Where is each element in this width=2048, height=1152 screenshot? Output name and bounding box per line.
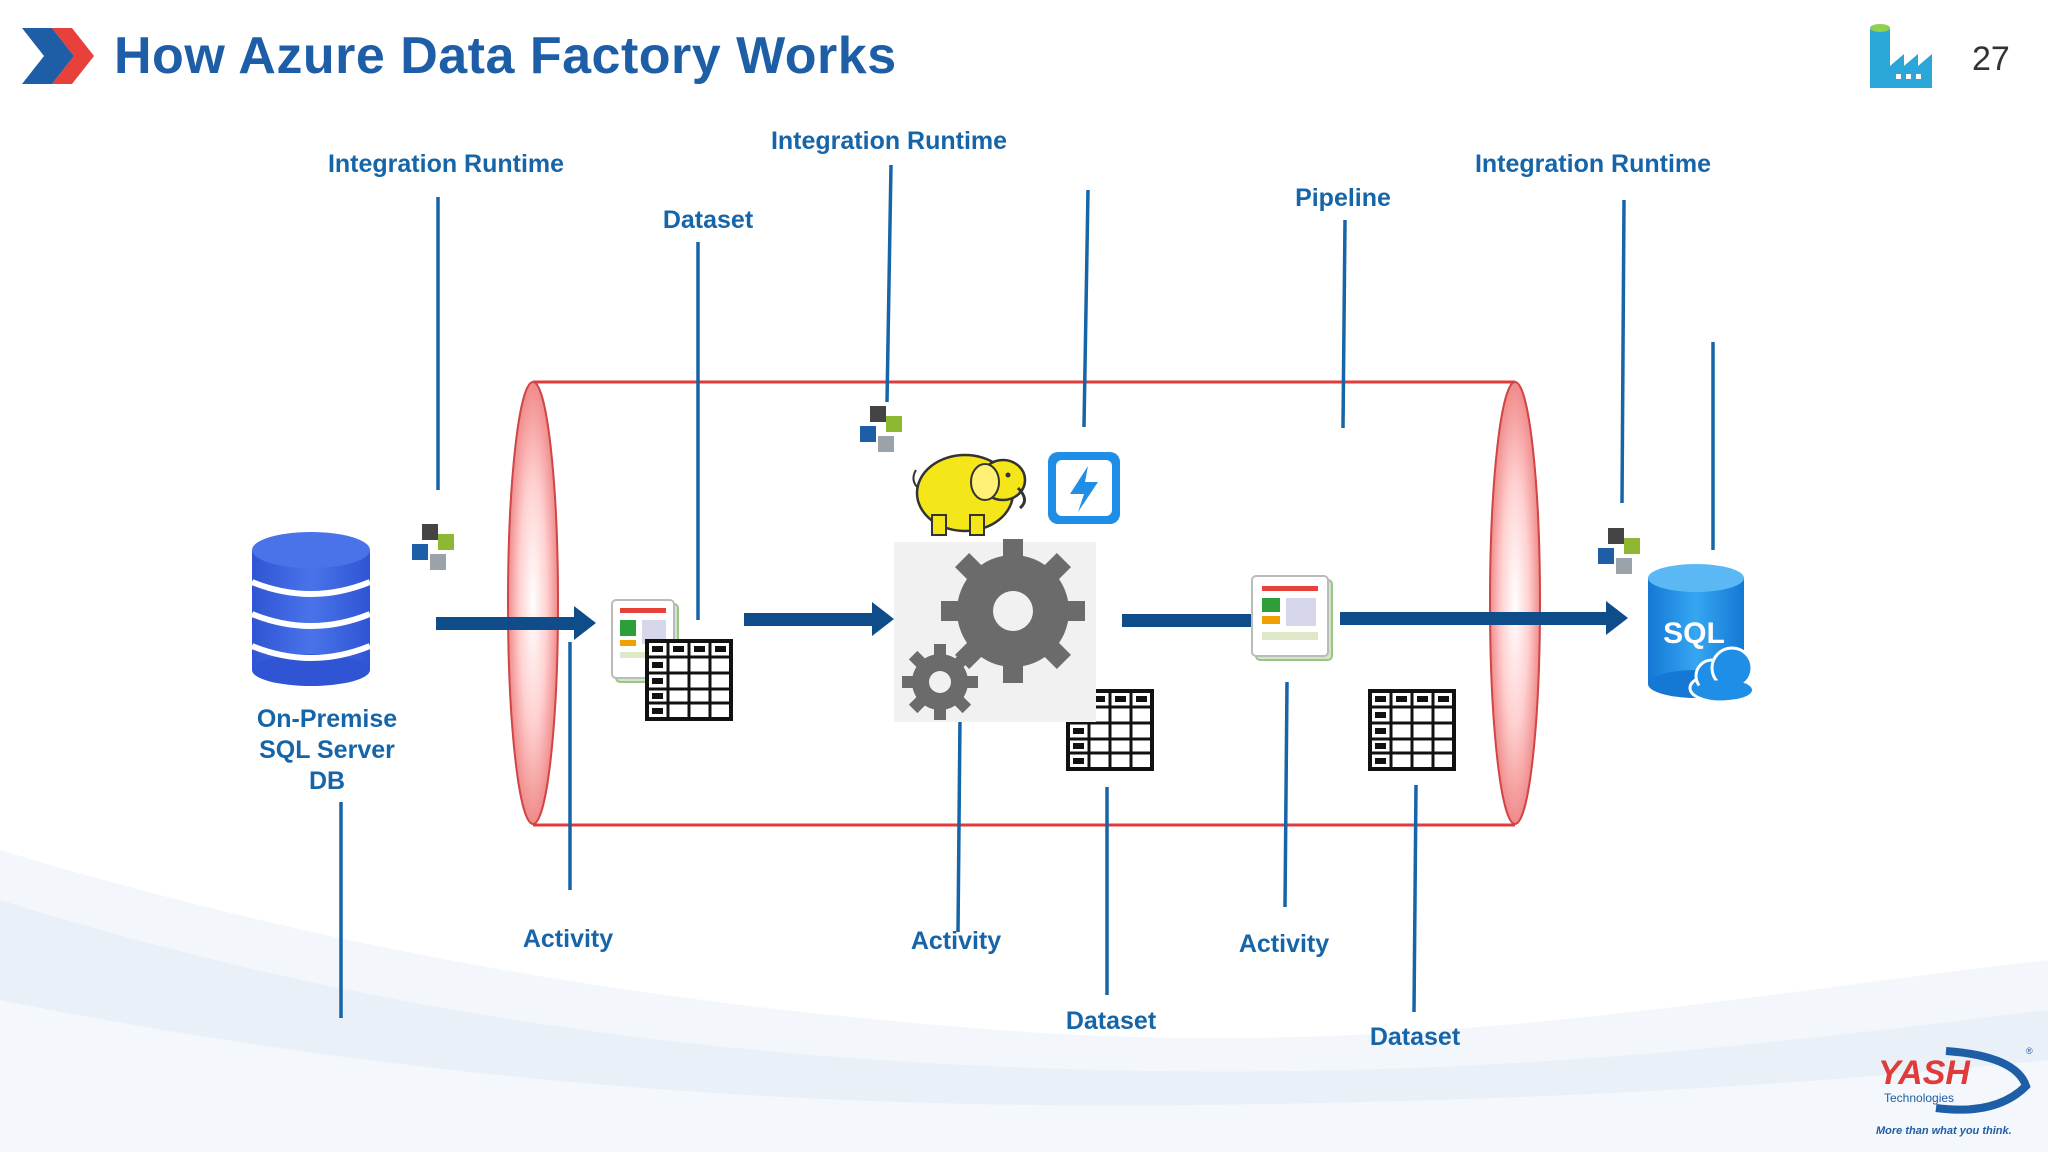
- label-activity-2: Activity: [910, 927, 1002, 955]
- azure-function-icon: [1048, 452, 1120, 524]
- sql-icon-text: SQL: [1663, 617, 1725, 650]
- arrow-1: [436, 606, 596, 640]
- yash-logo-registered: ®: [2026, 1046, 2033, 1056]
- arrow-2: [744, 602, 894, 636]
- background-waves: [0, 850, 2048, 1152]
- label-integration-runtime-3: Integration Runtime: [1474, 150, 1712, 178]
- cloud-icon: [1688, 646, 1754, 704]
- label-dataset-bottom-2: Dataset: [1369, 1023, 1461, 1051]
- label-integration-runtime-2: Integration Runtime: [770, 127, 1008, 155]
- label-activity-3: Activity: [1238, 930, 1330, 958]
- gears-icon: [894, 539, 1096, 722]
- title-chevron-icon: [22, 28, 94, 84]
- label-dataset-bottom-1: Dataset: [1065, 1007, 1157, 1035]
- source-db-line-3: DB: [308, 767, 346, 795]
- yash-logo-tagline: More than what you think.: [1876, 1125, 2012, 1137]
- page-number: 27: [1972, 40, 2010, 78]
- integration-runtime-icon-3: [1598, 528, 1640, 574]
- azure-sql-icon: SQL: [1648, 564, 1754, 704]
- page-title: How Azure Data Factory Works: [114, 27, 897, 85]
- sql-server-db-icon: [250, 532, 372, 686]
- arrow-3: [1122, 614, 1252, 627]
- source-db-line-2: SQL Server: [259, 736, 395, 764]
- label-integration-runtime-1: Integration Runtime: [327, 150, 565, 178]
- label-dataset-top: Dataset: [662, 206, 754, 234]
- yash-logo-name: YASH: [1878, 1054, 1971, 1092]
- yash-logo-sub: Technologies: [1884, 1091, 1954, 1105]
- integration-runtime-icon-2: [860, 406, 902, 452]
- table-grid-icon-3: [1368, 689, 1456, 771]
- callout-lines: [339, 164, 1715, 1018]
- data-factory-icon: [1870, 24, 1932, 88]
- flow-arrows: [436, 601, 1628, 640]
- label-activity-1: Activity: [522, 925, 614, 953]
- source-db-label: On-Premise SQL Server DB: [227, 704, 427, 797]
- integration-runtime-icon-1: [412, 524, 454, 570]
- source-db-line-1: On-Premise: [256, 705, 398, 733]
- label-pipeline: Pipeline: [1295, 184, 1391, 212]
- arrow-4: [1340, 601, 1628, 635]
- yash-logo: YASH Technologies More than what you thi…: [1876, 1046, 2033, 1137]
- dataset-document-icon-2: [1251, 575, 1333, 661]
- hadoop-elephant-icon: [912, 453, 1027, 536]
- table-grid-icon-1: [645, 639, 733, 721]
- pipeline-cylinder: [507, 380, 1541, 827]
